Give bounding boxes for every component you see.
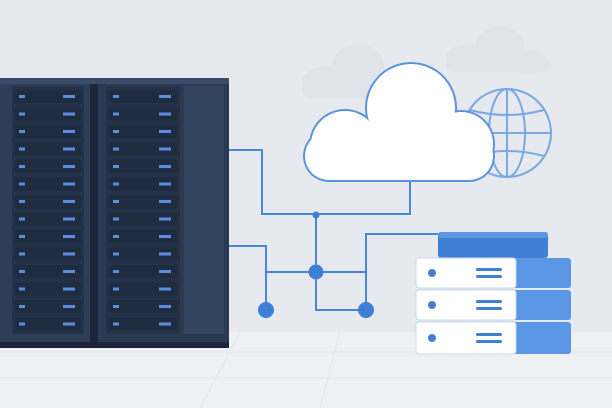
rack-drive-slot bbox=[15, 125, 81, 138]
drive-led bbox=[113, 252, 119, 256]
drive-led bbox=[63, 217, 75, 221]
storage-unit bbox=[415, 257, 571, 289]
rack-drive-slot bbox=[109, 160, 177, 173]
drive-led bbox=[63, 95, 75, 98]
drive-led bbox=[159, 235, 171, 238]
drive-led bbox=[159, 322, 171, 326]
drive-led bbox=[113, 95, 119, 98]
drive-led bbox=[19, 112, 25, 116]
drive-led bbox=[63, 235, 75, 238]
drive-led bbox=[113, 147, 119, 151]
rack-drive-slot bbox=[109, 107, 177, 121]
storage-unit bbox=[415, 289, 571, 321]
drive-led bbox=[63, 287, 75, 291]
rack-drive-slot bbox=[15, 142, 81, 156]
rack-drive-slot bbox=[109, 90, 177, 103]
rack-drive-slot bbox=[15, 107, 81, 121]
server-rack-icon bbox=[0, 78, 229, 348]
drive-led bbox=[19, 182, 25, 186]
drive-led bbox=[113, 322, 119, 326]
drive-led bbox=[63, 112, 75, 116]
drive-led bbox=[159, 270, 171, 273]
drive-led bbox=[113, 217, 119, 221]
drive-led bbox=[159, 182, 171, 186]
drive-led bbox=[19, 287, 25, 291]
drive-led bbox=[19, 165, 25, 168]
storage-unit bbox=[415, 321, 571, 355]
drive-led bbox=[113, 130, 119, 133]
drive-led bbox=[113, 165, 119, 168]
rack-drive-slot bbox=[109, 212, 177, 226]
drive-led bbox=[159, 165, 171, 168]
rack-drive-slot bbox=[109, 195, 177, 208]
rack-drive-slot bbox=[15, 212, 81, 226]
rack-drive-slot bbox=[15, 90, 81, 103]
drive-led bbox=[159, 95, 171, 98]
rack-drive-slot bbox=[109, 230, 177, 243]
background-cloud-right bbox=[446, 26, 550, 74]
drive-led bbox=[159, 252, 171, 256]
cloud-icon bbox=[303, 62, 495, 182]
rack-drive-slot bbox=[15, 177, 81, 191]
drive-led bbox=[19, 252, 25, 256]
drive-led bbox=[19, 235, 25, 238]
drive-led bbox=[19, 305, 25, 308]
network-node-icon bbox=[358, 302, 374, 318]
drive-led bbox=[19, 95, 25, 98]
drive-led bbox=[63, 182, 75, 186]
drive-led bbox=[113, 182, 119, 186]
drive-led bbox=[159, 200, 171, 203]
network-node-icon bbox=[308, 264, 324, 280]
rack-drive-slot bbox=[15, 247, 81, 261]
drive-led bbox=[19, 322, 25, 326]
rack-drive-slot bbox=[15, 300, 81, 313]
rack-drive-slot bbox=[109, 125, 177, 138]
rack-drive-slot bbox=[15, 282, 81, 296]
drive-led bbox=[113, 270, 119, 273]
rack-drive-slot bbox=[109, 142, 177, 156]
drive-led bbox=[19, 147, 25, 151]
drive-led bbox=[159, 287, 171, 291]
drive-led bbox=[19, 270, 25, 273]
network-node-icon bbox=[258, 302, 274, 318]
rack-drive-slot bbox=[109, 177, 177, 191]
drive-led bbox=[63, 270, 75, 273]
drive-led bbox=[113, 200, 119, 203]
drive-led bbox=[63, 252, 75, 256]
drive-led bbox=[63, 130, 75, 133]
drive-led bbox=[113, 287, 119, 291]
rack-drive-slot bbox=[109, 300, 177, 313]
drive-led bbox=[113, 305, 119, 308]
drive-led bbox=[19, 200, 25, 203]
rack-drive-slot bbox=[15, 230, 81, 243]
rack-drive-slot bbox=[15, 160, 81, 173]
rack-drive-slot bbox=[109, 247, 177, 261]
drive-led bbox=[113, 112, 119, 116]
drive-led bbox=[63, 200, 75, 203]
drive-led bbox=[159, 130, 171, 133]
drive-led bbox=[159, 305, 171, 308]
rack-drive-slot bbox=[15, 265, 81, 278]
rack-drive-slot bbox=[109, 282, 177, 296]
rack-drive-slot bbox=[109, 317, 177, 331]
drive-led bbox=[63, 147, 75, 151]
drive-led bbox=[63, 165, 75, 168]
drive-led bbox=[63, 305, 75, 308]
storage-stack-icon bbox=[415, 232, 571, 355]
rack-drive-slot bbox=[15, 317, 81, 331]
drive-led bbox=[159, 147, 171, 151]
drive-led bbox=[113, 235, 119, 238]
drive-led bbox=[19, 130, 25, 133]
drive-led bbox=[19, 217, 25, 221]
drive-led bbox=[159, 112, 171, 116]
drive-led bbox=[63, 322, 75, 326]
rack-drive-slot bbox=[15, 195, 81, 208]
rack-drive-slot bbox=[109, 265, 177, 278]
network-node-icon bbox=[312, 211, 320, 219]
rack-drive-slots bbox=[15, 90, 177, 331]
drive-led bbox=[159, 217, 171, 221]
